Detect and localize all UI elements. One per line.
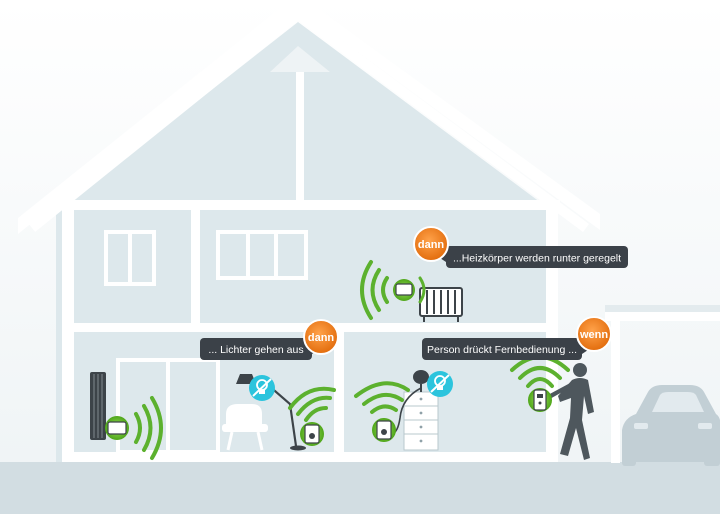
callout-lights-text: ... Lichter gehen aus	[208, 344, 303, 356]
remote-control	[528, 388, 552, 412]
callout-heating: ...Heizkörper werden runter geregelt dan…	[413, 226, 628, 268]
person-silhouette	[546, 363, 594, 460]
carport	[605, 305, 720, 463]
ground	[0, 462, 720, 514]
badge-wenn: wenn	[579, 329, 608, 341]
light-off-icon	[427, 371, 453, 397]
radiator-upper	[419, 287, 463, 322]
radiator-tall	[90, 372, 106, 440]
car	[622, 385, 720, 466]
callout-heating-text: ...Heizkörper werden runter geregelt	[453, 253, 621, 265]
device-upper-radiator	[393, 279, 415, 301]
sideboard	[391, 370, 439, 451]
callout-lights: ... Lichter gehen aus dann	[200, 319, 339, 360]
badge-dann-top: dann	[418, 239, 445, 251]
signal-waves	[134, 260, 570, 460]
badge-dann-mid: dann	[308, 332, 335, 344]
device-sideboard-plug	[372, 418, 396, 442]
device-radiator-left	[105, 416, 129, 440]
lounge-chair	[222, 404, 268, 451]
callout-remote-text: Person drückt Fernbedienung ...	[427, 344, 577, 356]
light-off-icon	[249, 375, 275, 401]
device-lamp-plug	[300, 422, 324, 446]
callout-remote: Person drückt Fernbedienung ... wenn	[422, 316, 612, 360]
window-upper-right	[216, 230, 308, 280]
window-upper-left	[104, 230, 156, 286]
patio-door	[116, 358, 220, 454]
